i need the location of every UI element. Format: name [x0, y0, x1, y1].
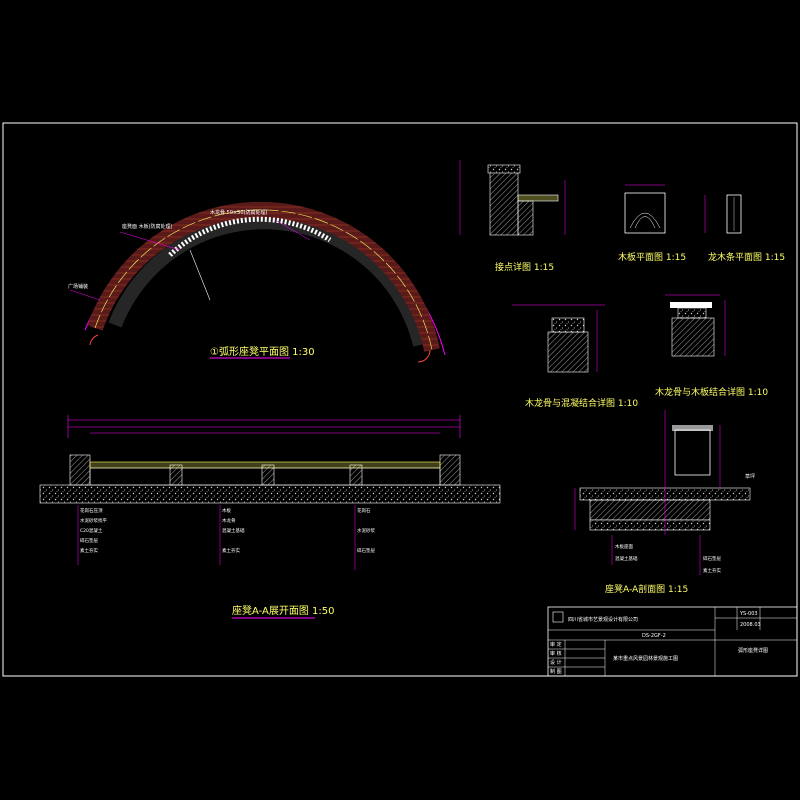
title-row-3: 设 计 [550, 659, 562, 666]
svg-text:水泥砂浆找平: 水泥砂浆找平 [80, 517, 107, 524]
title-row-2: 审 核 [550, 650, 562, 657]
sheet-date: 2008.03 [740, 622, 761, 628]
project-name: 某市重点风景园林景观施工图 [613, 655, 678, 662]
title-row-1: 审 定 [550, 641, 562, 648]
svg-text:木板: 木板 [222, 507, 231, 514]
section-title: 座凳A-A剖面图 1:15 [605, 583, 688, 595]
svg-text:素土夯实: 素土夯实 [703, 567, 721, 574]
elevation-a-a: 花岗石压顶 水泥砂浆找平 C20混凝土 碎石垫层 素土夯实 木板 木龙骨 混凝土… [39, 415, 501, 619]
svg-text:木龙骨 50×50(防腐处理): 木龙骨 50×50(防腐处理) [210, 209, 267, 216]
svg-text:碎石垫层: 碎石垫层 [80, 537, 98, 544]
svg-text:木龙骨: 木龙骨 [222, 517, 236, 524]
joint-detail: 接点详图 1:15 [459, 160, 566, 273]
svg-text:混凝土基础: 混凝土基础 [222, 527, 245, 534]
project-code: DS-2GF-2 [642, 633, 666, 639]
plan-title: ①弧形座凳平面图 1:30 [210, 345, 315, 358]
stud-plan: 龙木条平面图 1:15 [704, 194, 785, 263]
svg-text:座凳面 木板(防腐处理): 座凳面 木板(防腐处理) [122, 223, 173, 230]
elevation-title: 座凳A-A展开面图 1:50 [232, 604, 335, 617]
svg-text:碎石垫层: 碎石垫层 [703, 555, 721, 562]
title-row-4: 制 图 [550, 668, 562, 675]
svg-text:木板座面: 木板座面 [615, 543, 633, 550]
svg-text:碎石垫层: 碎石垫层 [357, 547, 375, 554]
wood-plan-title: 木板平面图 1:15 [618, 251, 686, 263]
stud-plan-title: 龙木条平面图 1:15 [708, 251, 785, 263]
wood-frame-concrete-title: 木龙骨与混凝结合详图 1:10 [525, 397, 638, 409]
wood-board-plan: 木板平面图 1:15 [618, 184, 686, 263]
svg-text:花岗石: 花岗石 [357, 507, 371, 514]
title-block: 四川省城市艺景观设计有限公司 DS-2GF-2 某市重点风景园林景观施工图 弧形… [547, 606, 798, 677]
sheet-number: YS-003 [739, 611, 758, 617]
svg-text:水泥砂浆: 水泥砂浆 [357, 527, 375, 534]
svg-text:C20混凝土: C20混凝土 [80, 527, 103, 534]
company-name: 四川省城市艺景观设计有限公司 [568, 616, 638, 623]
wood-frame-concrete-detail: 木龙骨与混凝结合详图 1:10 [512, 304, 638, 409]
wood-frame-board-title: 木龙骨与木板结合详图 1:10 [655, 386, 768, 398]
svg-text:混凝土基础: 混凝土基础 [615, 555, 638, 562]
joint-detail-title: 接点详图 1:15 [495, 261, 554, 273]
arc-bench-plan: 座凳面 木板(防腐处理) 木龙骨 50×50(防腐处理) 广场铺装 ①弧形座凳平… [68, 201, 446, 363]
section-a-a: 草坪 木板座面 混凝土基础 碎石垫层 素土夯实 座凳A-A剖面图 1:15 [574, 410, 755, 595]
wood-frame-board-detail: 木龙骨与木板结合详图 1:10 [655, 294, 768, 398]
svg-text:草坪: 草坪 [745, 473, 755, 480]
svg-text:广场铺装: 广场铺装 [68, 283, 88, 290]
drawing-border [2, 122, 798, 677]
sheet-title: 弧形座凳详图 [738, 647, 768, 654]
svg-text:素土夯实: 素土夯实 [222, 547, 240, 554]
svg-text:素土夯实: 素土夯实 [80, 547, 98, 554]
svg-text:花岗石压顶: 花岗石压顶 [80, 507, 103, 514]
